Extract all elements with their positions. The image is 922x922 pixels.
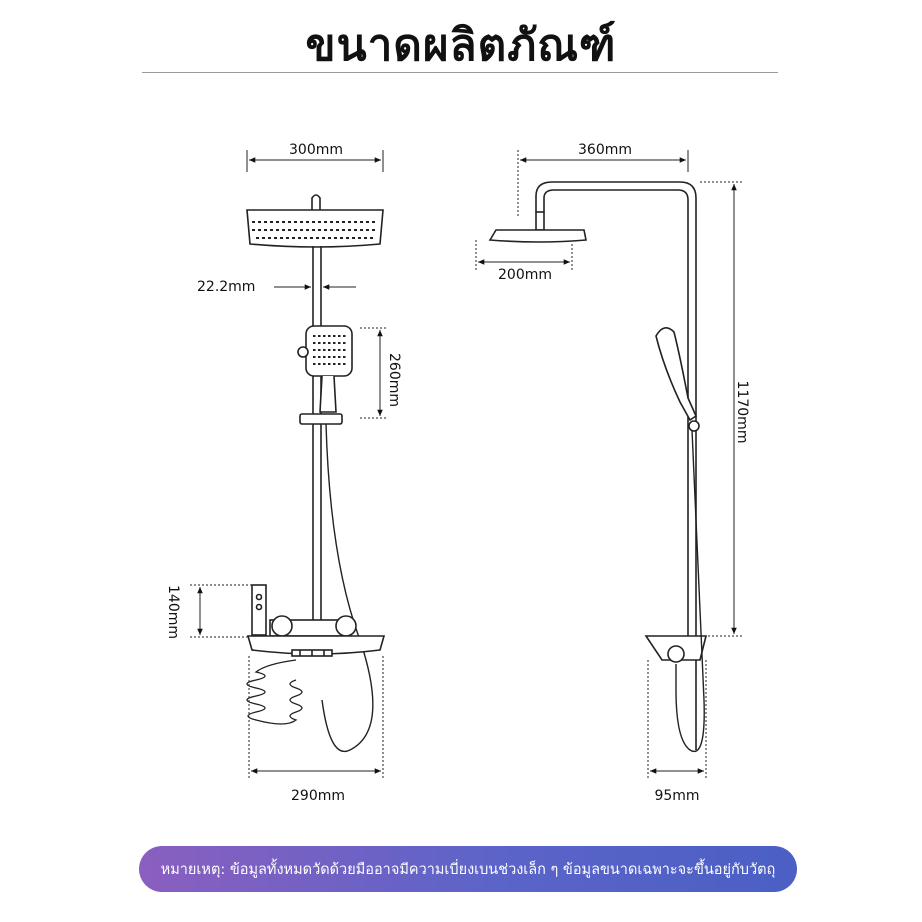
measurement-note-text: หมายเหตุ: ข้อมูลทั้งหมดวัดด้วยมืออาจมีคว… (160, 861, 776, 878)
rain-shower-head (246, 194, 384, 248)
label-head-width: 300mm (289, 142, 343, 158)
coiled-spray-hose (246, 659, 303, 725)
side-handheld-shower (655, 327, 700, 432)
label-shelf-width: 290mm (291, 788, 345, 804)
dim-side-head-width (475, 240, 573, 270)
side-rain-head (488, 211, 587, 243)
side-hose (675, 429, 705, 753)
shower-arm (535, 181, 697, 750)
label-pipe-diameter: 22.2mm (197, 279, 255, 295)
label-side-head-width: 200mm (498, 267, 552, 283)
label-valve-height: 140mm (165, 585, 181, 639)
side-view: 360mm 200mm 1170mm (475, 142, 750, 804)
dim-total-height (700, 181, 742, 637)
dim-head-width (246, 150, 384, 172)
page-title: ขนาดผลิตภัณฑ์ (305, 20, 617, 71)
shower-hose (321, 423, 374, 753)
dim-handheld-length (360, 327, 386, 419)
handheld-shower (297, 325, 353, 425)
measurement-note-banner: หมายเหตุ: ข้อมูลทั้งหมดวัดด้วยมืออาจมีคว… (139, 846, 797, 892)
side-mixer-shelf (644, 635, 708, 663)
dim-valve-height (190, 584, 262, 638)
label-side-depth: 95mm (654, 788, 699, 804)
label-arm-reach: 360mm (578, 142, 632, 158)
label-total-height: 1170mm (734, 381, 750, 444)
dim-shelf-width (248, 656, 384, 780)
dim-arm-reach (517, 150, 689, 216)
front-view: 300mm 22.2mm (165, 142, 402, 804)
mixer-valve-shelf (246, 584, 386, 657)
title-divider (142, 72, 778, 73)
label-handheld-length: 260mm (386, 353, 402, 407)
main-pipe (312, 246, 322, 626)
dim-side-depth (647, 660, 707, 780)
